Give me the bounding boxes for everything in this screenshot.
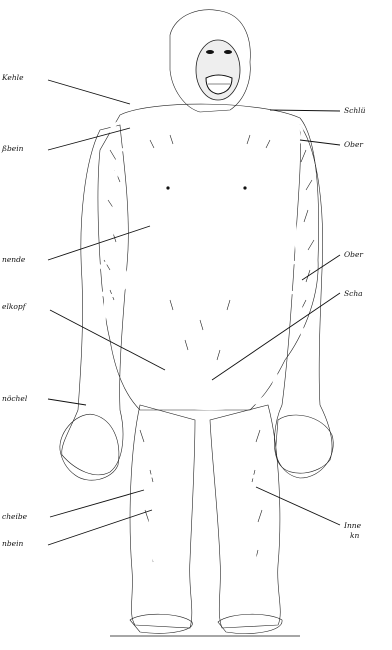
- leader-schienbein: [48, 510, 152, 545]
- left-wrist: [84, 404, 114, 410]
- right-arm-outline: [274, 125, 332, 473]
- leader-lines: [48, 80, 340, 545]
- leader-schluessel-right: [270, 110, 340, 111]
- leader-rippenende: [48, 226, 150, 260]
- left-shoulder: [111, 121, 138, 151]
- right-shoulder: [271, 121, 302, 149]
- leader-innen: [256, 487, 340, 525]
- label-rippenende: nende: [2, 256, 25, 264]
- left-forearm: [98, 296, 106, 400]
- gorilla-body: [60, 10, 333, 628]
- leader-oberarm1: [300, 140, 340, 145]
- right-knee: [243, 476, 268, 501]
- label-kniescheibe: cheibe: [2, 513, 27, 521]
- leader-oberarm2: [302, 255, 340, 280]
- label-schluessel-right: Schlü: [344, 107, 365, 115]
- right-foot: [218, 614, 282, 633]
- right-humerus: [288, 150, 298, 262]
- right-wrist: [288, 404, 318, 410]
- fur-texture: [104, 135, 314, 562]
- leader-gelenkkopf: [50, 310, 165, 370]
- skeleton-overlay: [84, 118, 318, 600]
- hip-joint-right: [230, 375, 250, 392]
- right-tibia: [254, 505, 256, 600]
- right-elbow: [283, 262, 314, 293]
- label-innen1: Inne: [344, 522, 361, 530]
- left-tibia: [150, 505, 152, 600]
- label-innen2: kn: [350, 532, 359, 540]
- label-knoechel: nöchel: [2, 395, 27, 403]
- leader-kehle: [48, 80, 130, 104]
- right-hand: [276, 415, 333, 478]
- label-oberarm1: Ober: [344, 141, 363, 149]
- pelvis: [140, 354, 276, 408]
- right-forearm: [300, 294, 306, 400]
- left-foot: [130, 614, 192, 633]
- label-schienbein: nbein: [2, 540, 23, 548]
- ribcage-edge: [130, 204, 292, 229]
- clavicle: [122, 118, 300, 122]
- left-humerus: [110, 150, 118, 262]
- label-oberarm2: Ober: [344, 251, 363, 259]
- label-scham: Scha: [344, 290, 363, 298]
- right-leg-outline: [210, 405, 280, 628]
- label-kehle: Kehle: [2, 74, 24, 82]
- label-gelenkkopf: elkopf: [2, 303, 25, 311]
- left-leg-outline: [130, 405, 195, 628]
- label-schluesselbein: ßbein: [2, 145, 23, 153]
- left-hand: [60, 414, 119, 480]
- leader-knoechel: [48, 399, 86, 405]
